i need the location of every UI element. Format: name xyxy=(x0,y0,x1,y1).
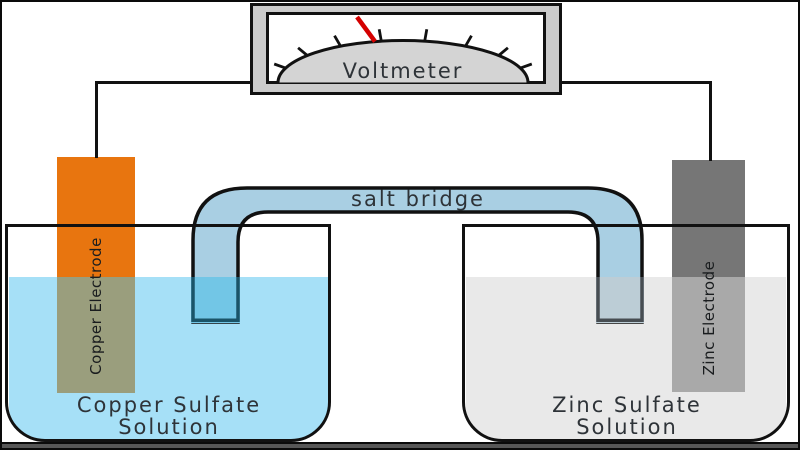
wire-left-vertical xyxy=(95,81,98,158)
wire-left-horizontal xyxy=(96,81,252,84)
zinc-solution-label-line2: Solution xyxy=(576,414,678,439)
zinc-solution-label-line1: Zinc Sulfate xyxy=(552,393,702,417)
salt-bridge-label: salt bridge xyxy=(351,187,485,211)
table-surface xyxy=(0,442,800,450)
salt-bridge-submerged-right-walls xyxy=(596,277,644,323)
voltmeter-label: Voltmeter xyxy=(343,59,464,83)
right-beaker-outline xyxy=(462,224,790,442)
zinc-electrode xyxy=(672,160,745,277)
copper-solution-label-line1: Copper Sulfate xyxy=(76,393,262,417)
voltmeter-needle xyxy=(355,15,377,43)
salt-bridge-submerged-left xyxy=(191,277,240,323)
voltmeter: Voltmeter xyxy=(250,3,562,95)
voltmeter-scale-ticks xyxy=(273,29,533,70)
zinc-electrode-submerged xyxy=(672,277,745,392)
salt-bridge-submerged-left-walls xyxy=(191,277,240,323)
copper-solution-label-line2: Solution xyxy=(118,414,220,439)
zinc-electrode-label: Zinc Electrode xyxy=(700,260,718,376)
copper-electrode xyxy=(57,157,135,277)
copper-solution-label: Copper Sulfate Solution xyxy=(76,393,262,439)
zinc-solution-label: Zinc Sulfate Solution xyxy=(552,393,702,439)
copper-electrode-label: Copper Electrode xyxy=(87,237,105,375)
voltmeter-dome xyxy=(276,39,530,83)
salt-bridge-submerged-right xyxy=(596,277,644,323)
copper-electrode-submerged xyxy=(57,277,135,393)
wire-right-vertical xyxy=(709,81,712,161)
left-beaker-outline xyxy=(5,224,331,442)
salt-bridge xyxy=(191,186,644,324)
wire-right-horizontal xyxy=(560,81,711,84)
